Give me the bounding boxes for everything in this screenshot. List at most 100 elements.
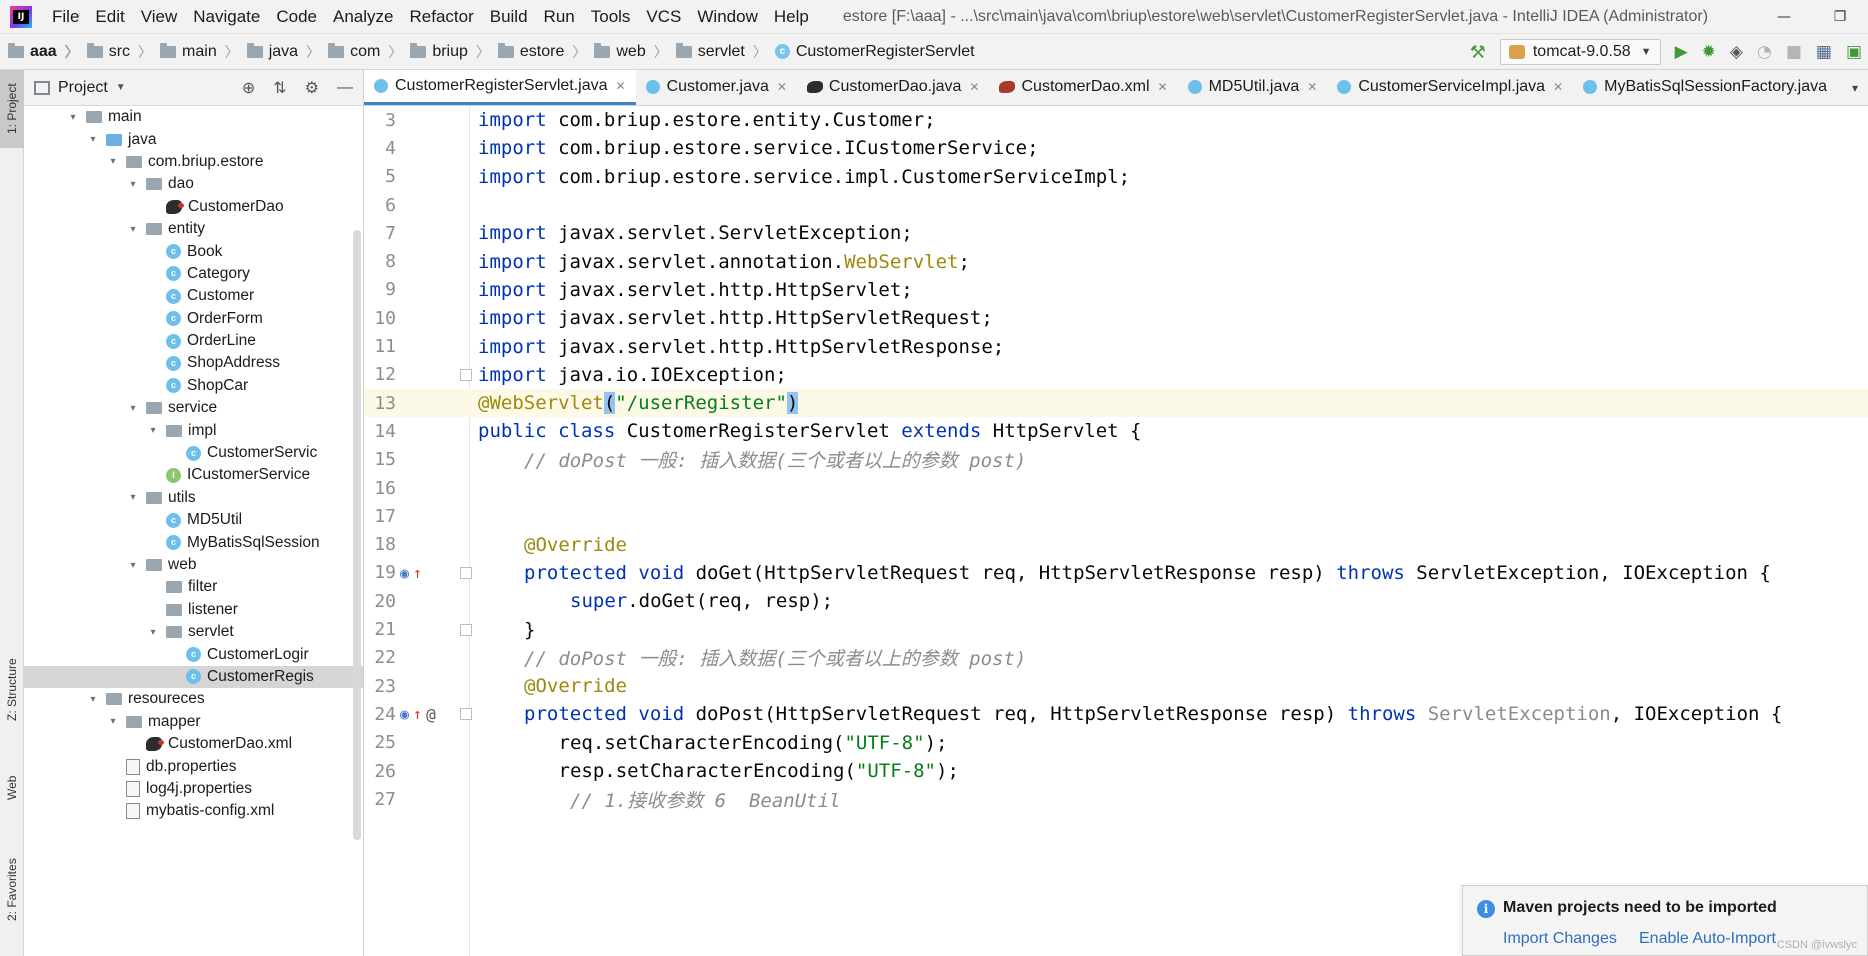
breadcrumb-com[interactable]: com〉 — [320, 42, 402, 62]
menu-tools[interactable]: Tools — [590, 6, 631, 26]
menu-refactor[interactable]: Refactor — [409, 6, 474, 26]
expand-arrow-icon[interactable]: ▾ — [90, 693, 96, 705]
hide-icon[interactable]: — — [337, 79, 353, 96]
debug-icon[interactable]: ✹ — [1701, 42, 1716, 62]
tree-item[interactable]: ▾web — [24, 554, 363, 576]
project-panel-title[interactable]: Project — [58, 78, 108, 96]
breadcrumb-java[interactable]: java〉 — [239, 42, 320, 62]
close-icon[interactable]: ✕ — [1157, 80, 1168, 94]
tool-tab-project[interactable]: 1: Project — [0, 70, 24, 148]
fold-marker-icon[interactable] — [460, 566, 472, 579]
menu-code[interactable]: Code — [276, 6, 317, 26]
tool-tab-favorites[interactable]: 2: Favorites — [0, 840, 24, 940]
menu-analyze[interactable]: Analyze — [333, 6, 394, 26]
tool-tab-structure[interactable]: Z: Structure — [0, 640, 24, 740]
tree-item[interactable]: ▾resoureces — [24, 688, 363, 710]
menu-navigate[interactable]: Navigate — [193, 6, 261, 26]
tree-item[interactable]: log4j.properties — [24, 778, 363, 800]
editor-tab[interactable]: MD5Util.java✕ — [1178, 70, 1328, 105]
menu-window[interactable]: Window — [697, 6, 758, 26]
gutter-marks[interactable]: ◉↑ — [400, 564, 440, 582]
expand-arrow-icon[interactable]: ▾ — [130, 223, 136, 235]
menu-build[interactable]: Build — [489, 6, 528, 26]
tool-tab-web[interactable]: Web — [0, 760, 24, 816]
tree-item[interactable]: filter — [24, 576, 363, 598]
close-icon[interactable]: ✕ — [1553, 80, 1564, 94]
fold-marker-icon[interactable] — [460, 368, 472, 381]
editor-tab[interactable]: CustomerDao.java✕ — [797, 70, 990, 105]
chevron-down-icon[interactable]: ▼ — [115, 82, 126, 93]
build-hammer-icon[interactable]: ⚒ — [1469, 41, 1486, 63]
tree-item[interactable]: listener — [24, 599, 363, 621]
project-structure-icon[interactable]: ▦ — [1815, 42, 1832, 62]
expand-arrow-icon[interactable]: ▾ — [130, 492, 136, 504]
breadcrumb-briup[interactable]: briup〉 — [402, 42, 490, 62]
expand-arrow-icon[interactable]: ▾ — [130, 559, 136, 571]
expand-arrow-icon[interactable]: ▾ — [70, 111, 76, 123]
tab-overflow-chevron-icon[interactable]: ▾ — [1852, 81, 1859, 95]
expand-arrow-icon[interactable]: ▾ — [130, 402, 136, 414]
breadcrumb-servlet[interactable]: servlet〉 — [668, 42, 767, 62]
tree-item[interactable]: ▾mapper — [24, 711, 363, 733]
editor-tab[interactable]: CustomerServiceImpl.java✕ — [1327, 70, 1573, 105]
tree-item[interactable]: ▾servlet — [24, 621, 363, 643]
sdk-icon[interactable]: ▣ — [1845, 42, 1862, 62]
web-endpoint-icon[interactable]: @ — [426, 704, 436, 724]
coverage-icon[interactable]: ◈ — [1729, 42, 1743, 62]
profile-icon[interactable]: ◔ — [1756, 42, 1772, 62]
menu-edit[interactable]: Edit — [95, 6, 125, 26]
tree-item[interactable]: ▾service — [24, 397, 363, 419]
editor-tab[interactable]: CustomerDao.xml✕ — [989, 70, 1177, 105]
minimize-icon[interactable]: — — [1777, 9, 1791, 25]
editor-tab[interactable]: MyBatisSqlSessionFactory.java — [1573, 70, 1837, 105]
import-changes-link[interactable]: Import Changes — [1503, 930, 1617, 947]
tree-item[interactable]: CustomerDao.xml — [24, 733, 363, 755]
tree-item[interactable]: ▾main — [24, 106, 363, 128]
enable-auto-import-link[interactable]: Enable Auto-Import — [1639, 930, 1776, 947]
locate-icon[interactable]: ⊕ — [241, 80, 256, 97]
breadcrumb-aaa[interactable]: aaa〉 — [0, 42, 79, 62]
run-icon[interactable]: ▶ — [1674, 42, 1688, 62]
close-icon[interactable]: ✕ — [615, 78, 626, 93]
project-scrollbar[interactable] — [353, 230, 361, 840]
breadcrumb-web[interactable]: web〉 — [586, 42, 668, 62]
expand-arrow-icon[interactable]: ▾ — [110, 156, 116, 168]
expand-arrow-icon[interactable]: ▾ — [150, 425, 156, 437]
breadcrumb-src[interactable]: src〉 — [79, 42, 152, 62]
tree-item[interactable]: ▾java — [24, 128, 363, 150]
editor-tab[interactable]: CustomerRegisterServlet.java✕ — [364, 70, 636, 105]
breadcrumb-estore[interactable]: estore〉 — [490, 42, 586, 62]
fold-marker-icon[interactable] — [460, 623, 472, 636]
menu-file[interactable]: File — [52, 6, 80, 26]
override-method-icon[interactable]: ◉ — [400, 563, 410, 582]
close-icon[interactable]: ✕ — [776, 80, 787, 94]
expand-arrow-icon[interactable]: ▾ — [130, 178, 136, 190]
collapse-all-icon[interactable]: ⇅ — [273, 80, 287, 97]
menu-run[interactable]: Run — [543, 6, 575, 26]
expand-arrow-icon[interactable]: ▾ — [150, 626, 156, 638]
menu-vcs[interactable]: VCS — [646, 6, 682, 26]
close-icon[interactable]: ✕ — [1307, 80, 1318, 94]
tree-item[interactable]: ▾com.briup.estore — [24, 151, 363, 173]
menu-help[interactable]: Help — [773, 6, 809, 26]
run-configuration-select[interactable]: tomcat-9.0.58 ▼ — [1499, 39, 1661, 65]
expand-arrow-icon[interactable]: ▾ — [90, 134, 96, 146]
stop-icon[interactable]: ■ — [1785, 42, 1802, 62]
breadcrumb-main[interactable]: main〉 — [152, 42, 239, 62]
override-method-icon[interactable]: ◉ — [400, 705, 410, 724]
tree-item[interactable]: ▾dao — [24, 173, 363, 195]
